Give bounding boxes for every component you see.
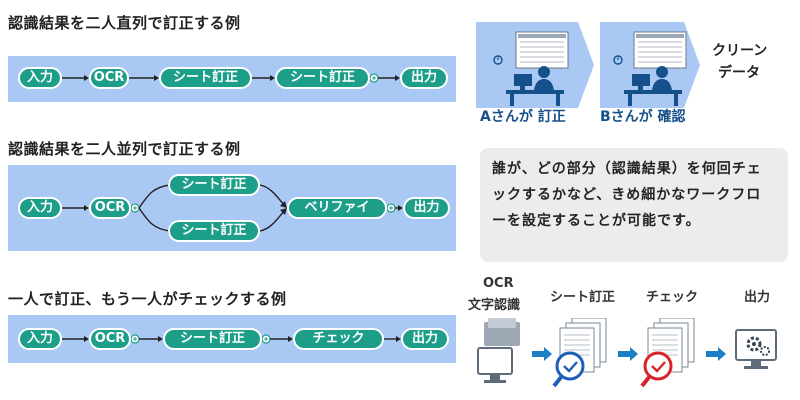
parallel-flow-panel: 入力 OCR シート訂正 シート訂正 ベリファイ 出力: [8, 165, 456, 251]
ocr-step-label-line2: 文字認識: [468, 298, 521, 313]
node-ocr: OCR: [89, 197, 131, 219]
section-title-check: 一人で訂正、もう一人がチェックする例: [8, 290, 287, 308]
node-ocr: OCR: [89, 328, 131, 350]
correction-documents-icon: [552, 318, 607, 388]
node-input: 入力: [18, 67, 62, 89]
operator-a-label: Aさんが 訂正: [480, 109, 566, 125]
check-flow-connectors: [62, 334, 401, 344]
operator-b-label: Bさんが 確認: [600, 109, 686, 125]
serial-correction-illustration: [476, 22, 700, 108]
check-flow-panel: 入力 OCR シート訂正 チェック 出力: [8, 315, 456, 363]
node-output: 出力: [401, 328, 449, 350]
node-input: 入力: [18, 197, 62, 219]
node-sheet-correction-2: シート訂正: [275, 67, 370, 89]
node-output: 出力: [400, 67, 448, 89]
ocr-step-label-line1: OCR: [483, 276, 514, 291]
output-step-label: 出力: [744, 290, 771, 305]
section-title-serial: 認識結果を二人直列で訂正する例: [8, 14, 241, 32]
workflow-info-box: 誰が、どの部分（認識結果）を何回チェックするかなど、きめ細かなワークフローを設定…: [480, 148, 788, 262]
node-input: 入力: [18, 328, 62, 350]
parallel-flow-connectors: [62, 182, 403, 234]
ocr-flow-illustration: [477, 318, 777, 388]
node-sheet-correction-top: シート訂正: [168, 174, 260, 196]
node-verify: ベリファイ: [287, 197, 387, 219]
operator-b-icon: [613, 31, 687, 106]
serial-flow-connectors: [62, 73, 400, 83]
scanner-monitor-icon: [477, 318, 520, 383]
node-sheet-correction-bottom: シート訂正: [168, 220, 260, 242]
check-documents-icon: [640, 318, 695, 388]
clean-data-label-line2: データ: [718, 65, 760, 81]
arrow-to-correction-icon: [532, 347, 552, 361]
arrow-to-check-icon: [618, 347, 638, 361]
correction-step-label: シート訂正: [550, 290, 616, 305]
node-check: チェック: [293, 328, 384, 350]
arrow-to-output-icon: [706, 347, 726, 361]
check-step-label: チェック: [646, 290, 699, 305]
section-title-parallel: 認識結果を二人並列で訂正する例: [8, 140, 241, 158]
operator-a-icon: [493, 31, 569, 106]
serial-flow-panel: 入力 OCR シート訂正 シート訂正 出力: [8, 56, 456, 102]
node-ocr: OCR: [89, 67, 129, 89]
clean-data-label-line1: クリーン: [712, 43, 768, 59]
output-monitor-icon: [735, 329, 777, 369]
node-sheet-correction-1: シート訂正: [159, 67, 252, 89]
node-output: 出力: [403, 197, 450, 219]
node-sheet-correction: シート訂正: [163, 328, 262, 350]
